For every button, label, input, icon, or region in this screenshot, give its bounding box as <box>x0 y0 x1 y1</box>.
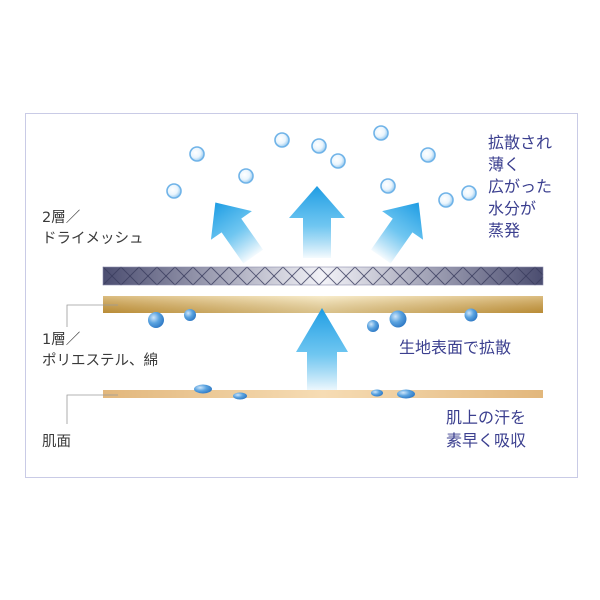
sweat-droplet <box>233 392 247 400</box>
mesh-thread <box>174 266 194 286</box>
bubble <box>420 147 436 163</box>
mesh-thread <box>156 266 176 286</box>
mesh-thread <box>264 266 284 286</box>
evaporation-arrow-left <box>210 202 264 264</box>
skin-label: 肌面 <box>42 433 71 450</box>
mesh-thread <box>408 266 428 286</box>
sweat-droplet <box>194 384 212 394</box>
skin-surface <box>103 390 543 398</box>
mesh-thread <box>138 266 158 286</box>
mesh-thread <box>228 266 248 286</box>
mesh-thread <box>390 266 410 286</box>
sweat-droplet <box>371 389 383 397</box>
sweat-droplets <box>194 384 415 400</box>
absorption-arrow <box>296 308 348 392</box>
mesh-thread <box>120 266 140 286</box>
bubble <box>373 125 389 141</box>
evaporate-line: 拡散され <box>488 133 552 152</box>
leader-line-skin <box>66 394 118 424</box>
droplet <box>367 320 379 332</box>
mesh-thread <box>444 266 464 286</box>
mesh-thread <box>534 266 544 276</box>
droplet <box>464 308 478 322</box>
absorb-annotation: 肌上の汗を 素早く吸収 <box>446 408 526 450</box>
mesh-thread <box>210 266 230 286</box>
spread-annotation: 生地表面で拡散 <box>399 338 511 357</box>
layer1-label-line2: ポリエステル、綿 <box>42 352 158 369</box>
droplet <box>148 312 164 328</box>
mesh-thread <box>462 266 482 286</box>
mesh-thread <box>534 276 544 286</box>
mesh-thread <box>102 266 122 286</box>
layer2-label-line1: 2層／ <box>42 209 80 226</box>
mesh-thread <box>246 266 266 286</box>
bubble <box>438 192 454 208</box>
mesh-thread <box>354 266 374 286</box>
sweat-droplet <box>397 389 415 399</box>
bubble <box>311 138 327 154</box>
mesh-thread <box>282 266 302 286</box>
mesh-thread <box>498 266 518 286</box>
evaporation-arrow-center <box>289 186 345 258</box>
mesh-thread <box>426 266 446 286</box>
evaporate-line: 水分が <box>488 199 536 218</box>
fabric-droplets <box>148 308 478 332</box>
layer2-label-line2: ドライメッシュ <box>42 231 144 247</box>
absorb-line: 肌上の汗を <box>446 408 526 427</box>
bubble <box>166 183 182 199</box>
bubble <box>189 146 205 162</box>
evaporation-arrow-right <box>370 202 424 264</box>
evaporate-line: 蒸発 <box>488 221 520 240</box>
diagram-frame <box>25 113 578 478</box>
layer2-dry-mesh <box>102 266 544 286</box>
droplet <box>184 309 196 321</box>
bubble <box>238 168 254 184</box>
droplet <box>389 310 407 328</box>
evaporate-line: 広がった <box>488 177 552 196</box>
bubble <box>330 153 346 169</box>
mesh-thread <box>336 266 356 286</box>
mesh-thread <box>372 266 392 286</box>
absorb-line: 素早く吸収 <box>446 431 526 450</box>
evaporation-bubbles <box>166 125 477 208</box>
bubble <box>461 185 477 201</box>
evaporate-line: 薄く <box>488 155 520 174</box>
leader-lines <box>66 304 118 424</box>
bubble <box>380 178 396 194</box>
mesh-thread <box>480 266 500 286</box>
evaporate-annotation: 拡散され 薄く 広がった 水分が 蒸発 <box>488 133 552 240</box>
layer1-label-line1: 1層／ <box>42 331 80 348</box>
mesh-thread <box>300 266 320 286</box>
mesh-thread <box>192 266 212 286</box>
leader-line-layer1 <box>66 304 118 327</box>
mesh-thread <box>318 266 338 286</box>
bubble <box>274 132 290 148</box>
mesh-thread <box>516 266 536 286</box>
layer1-polyester-cotton <box>103 296 543 313</box>
evaporation-arrows <box>210 186 424 264</box>
